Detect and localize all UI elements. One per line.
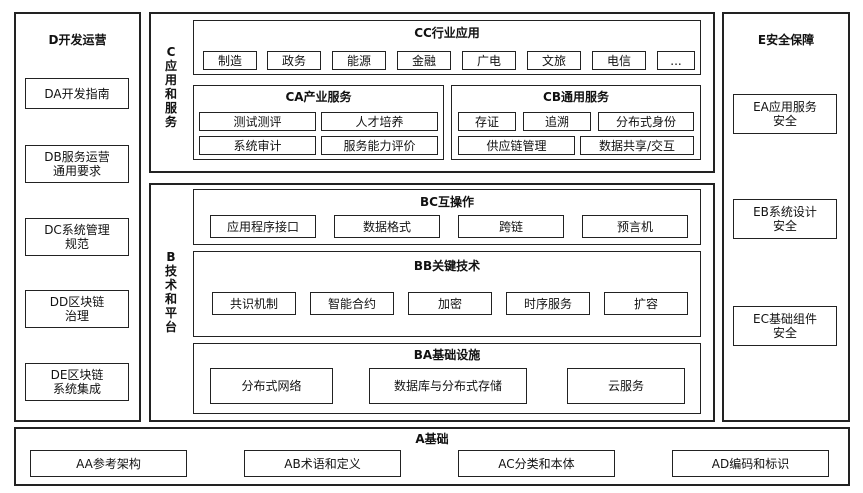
cc-item-manufacturing: 制造 bbox=[203, 51, 257, 70]
bc-title: BC互操作 bbox=[420, 195, 474, 209]
cb-item-distributed-id: 分布式身份 bbox=[598, 112, 694, 131]
ba-item-cloud-service: 云服务 bbox=[567, 368, 685, 404]
ca-title: CA产业服务 bbox=[285, 90, 352, 104]
cc-item-energy: 能源 bbox=[332, 51, 386, 70]
cb-item-notarization: 存证 bbox=[458, 112, 516, 131]
cc-item-government: 政务 bbox=[267, 51, 321, 70]
bc-item-cross-chain: 跨链 bbox=[458, 215, 564, 238]
a-item-aa: AA参考架构 bbox=[30, 450, 187, 477]
ca-item-capability-eval: 服务能力评价 bbox=[321, 136, 438, 155]
cb-item-supply-chain: 供应链管理 bbox=[458, 136, 575, 155]
bc-item-api: 应用程序接口 bbox=[210, 215, 316, 238]
cb-item-data-sharing: 数据共享/交互 bbox=[580, 136, 694, 155]
cc-item-telecom: 电信 bbox=[592, 51, 646, 70]
e-item-ea: EA应用服务 安全 bbox=[733, 94, 837, 134]
ba-item-distributed-network: 分布式网络 bbox=[210, 368, 333, 404]
a-item-ac: AC分类和本体 bbox=[458, 450, 615, 477]
bc-item-data-format: 数据格式 bbox=[334, 215, 440, 238]
cb-title: CB通用服务 bbox=[543, 90, 609, 104]
ba-title: BA基础设施 bbox=[413, 348, 481, 362]
d-item-de: DE区块链 系统集成 bbox=[25, 363, 129, 401]
a-foundation-title: A基础 bbox=[415, 432, 449, 446]
bb-title: BB关键技术 bbox=[413, 259, 481, 273]
b-vertical-label: B 技 术 和 平 台 bbox=[164, 250, 177, 334]
ca-item-talent: 人才培养 bbox=[321, 112, 438, 131]
cc-item-broadcast: 广电 bbox=[462, 51, 516, 70]
cc-title: CC行业应用 bbox=[414, 26, 480, 40]
cc-item-culture-tourism: 文旅 bbox=[527, 51, 581, 70]
d-item-dc: DC系统管理 规范 bbox=[25, 218, 129, 256]
cc-item-more: ... bbox=[657, 51, 695, 70]
bb-item-encryption: 加密 bbox=[408, 292, 492, 315]
d-item-da: DA开发指南 bbox=[25, 78, 129, 109]
e-item-eb: EB系统设计 安全 bbox=[733, 199, 837, 239]
e-security-title: E安全保障 bbox=[757, 33, 815, 47]
d-item-db: DB服务运营 通用要求 bbox=[25, 145, 129, 183]
d-item-dd: DD区块链 治理 bbox=[25, 290, 129, 328]
bb-item-smart-contract: 智能合约 bbox=[310, 292, 394, 315]
d-devops-panel bbox=[14, 12, 141, 422]
ba-item-database-storage: 数据库与分布式存储 bbox=[369, 368, 527, 404]
c-vertical-label: C 应 用 和 服 务 bbox=[164, 45, 177, 129]
d-devops-title: D开发运营 bbox=[48, 33, 107, 47]
bb-item-consensus: 共识机制 bbox=[212, 292, 296, 315]
a-item-ab: AB术语和定义 bbox=[244, 450, 401, 477]
bc-item-oracle: 预言机 bbox=[582, 215, 688, 238]
ca-item-audit: 系统审计 bbox=[199, 136, 316, 155]
e-item-ec: EC基础组件 安全 bbox=[733, 306, 837, 346]
bb-item-timing-service: 时序服务 bbox=[506, 292, 590, 315]
ca-item-testing: 测试测评 bbox=[199, 112, 316, 131]
a-item-ad: AD编码和标识 bbox=[672, 450, 829, 477]
cb-item-traceability: 追溯 bbox=[523, 112, 591, 131]
cc-item-finance: 金融 bbox=[397, 51, 451, 70]
bb-item-scaling: 扩容 bbox=[604, 292, 688, 315]
